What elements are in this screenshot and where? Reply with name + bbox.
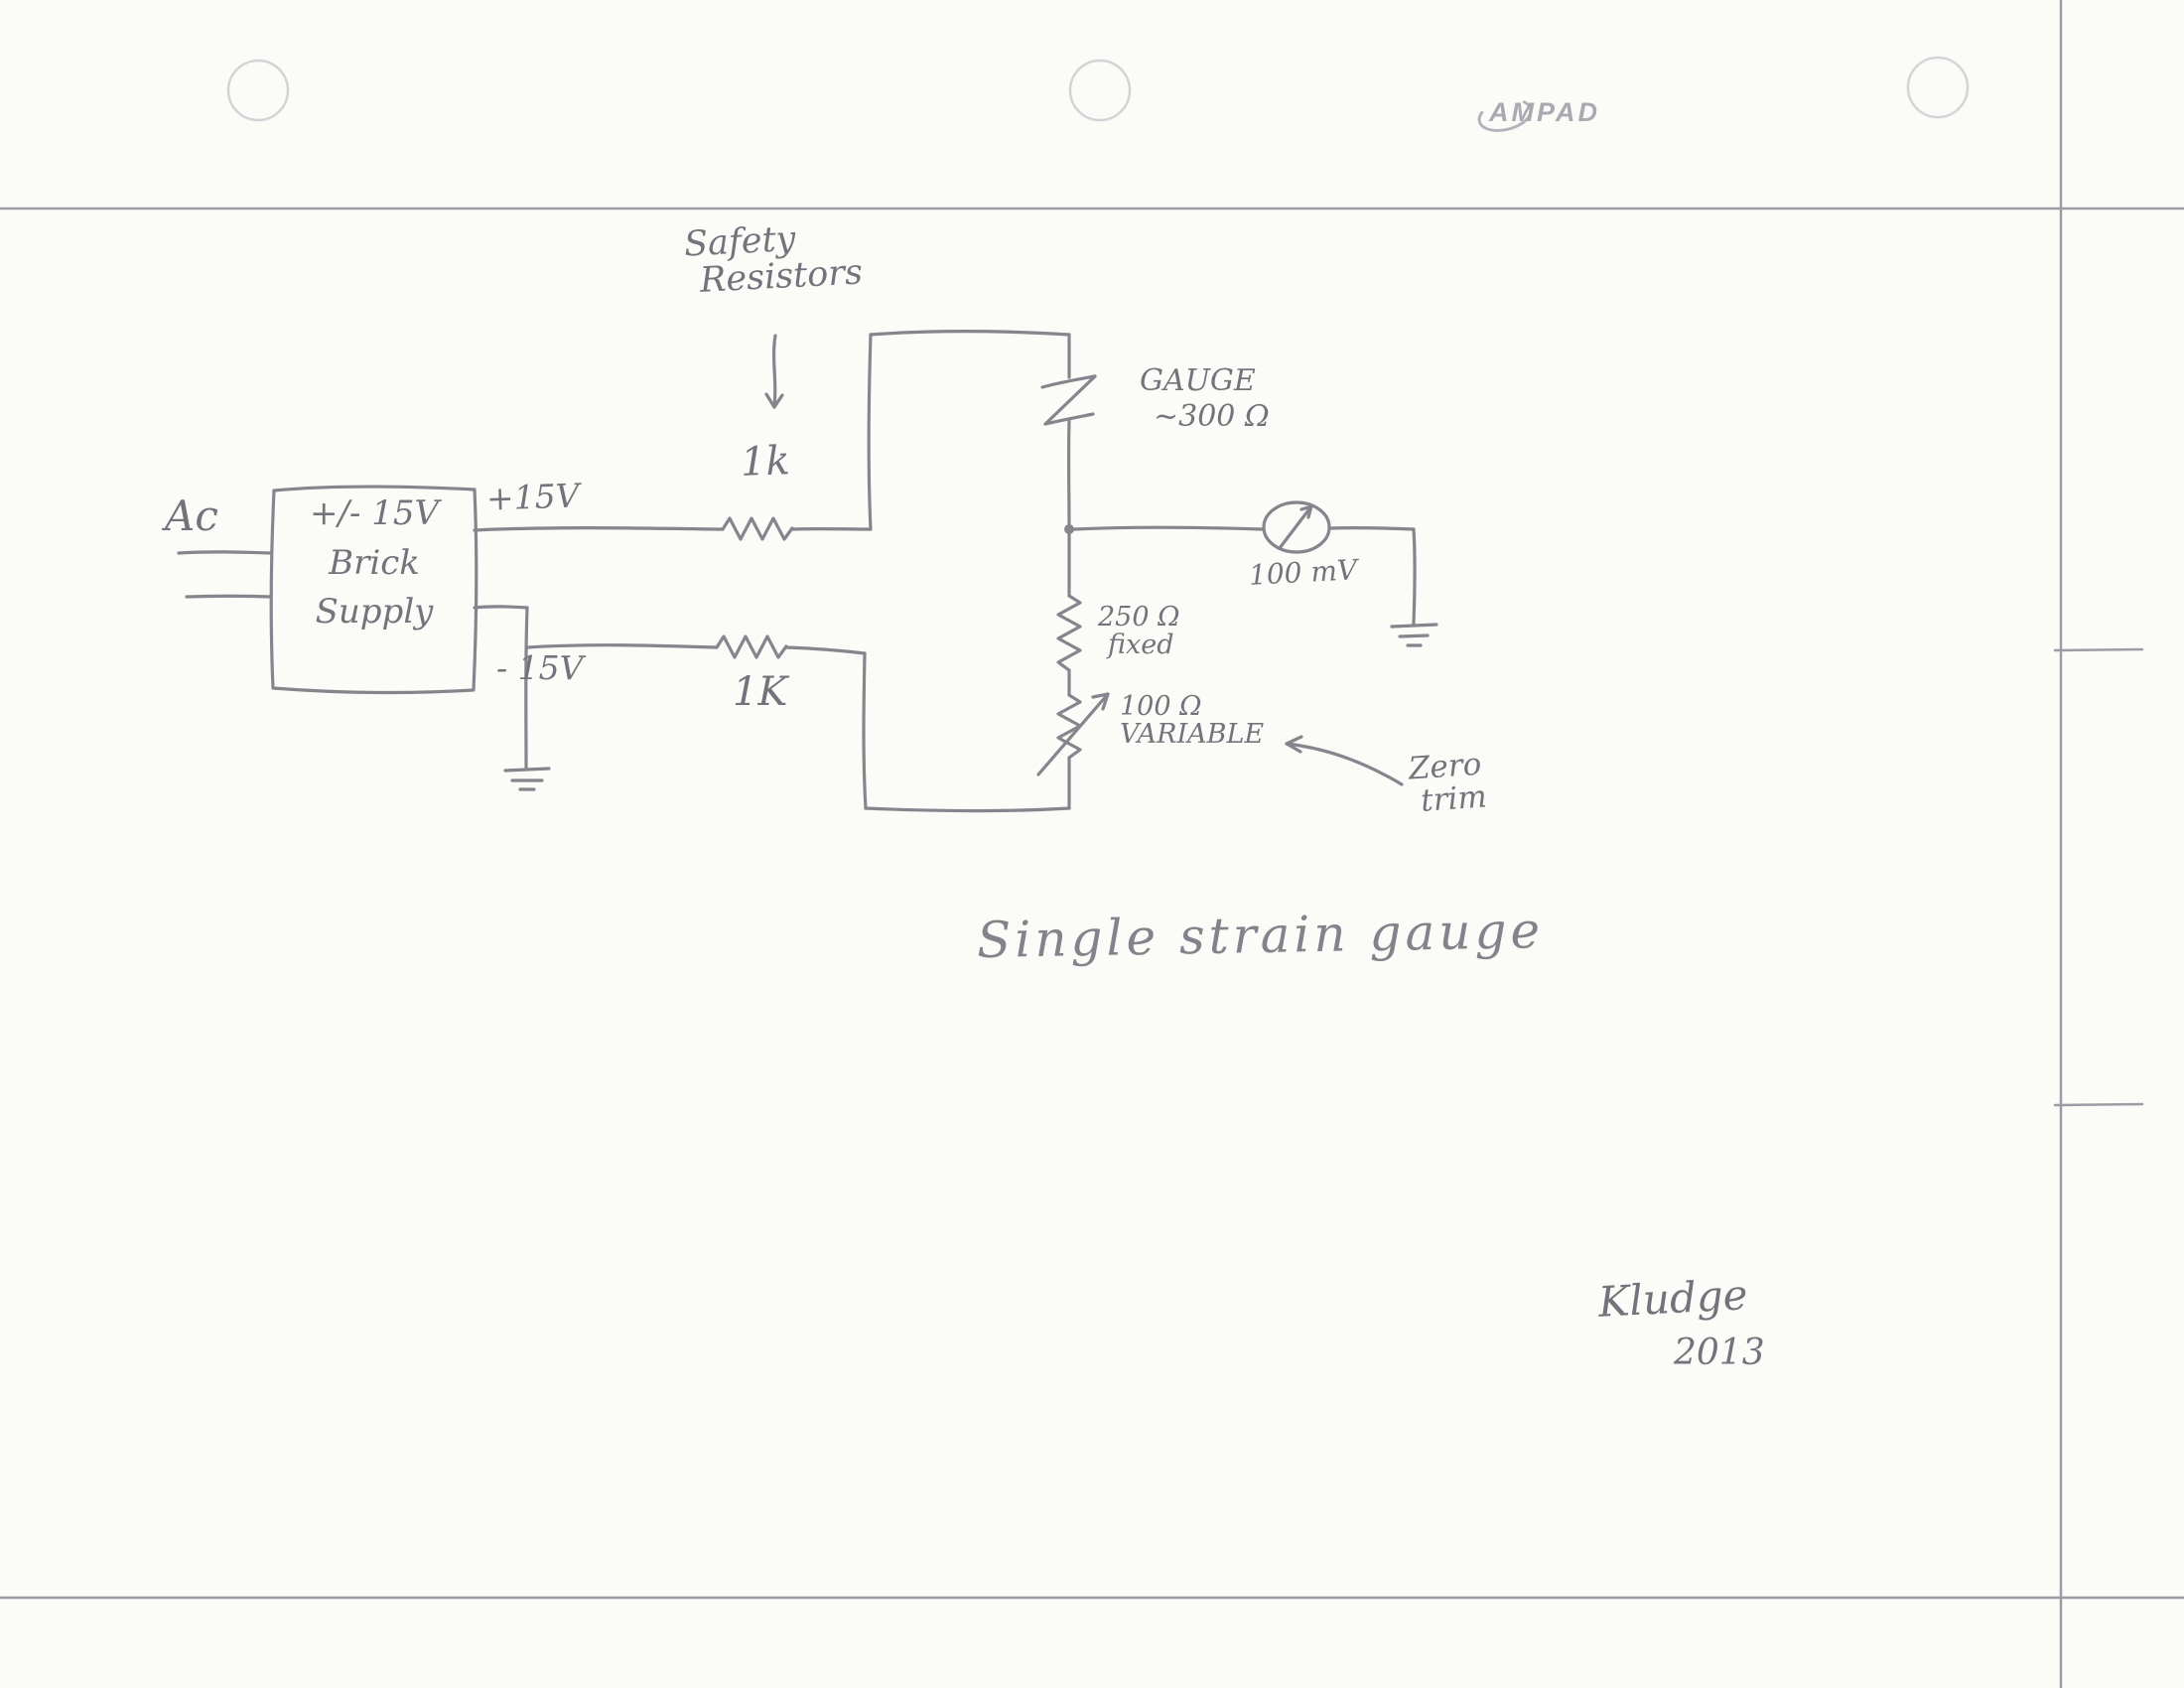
fixed-line2: fixed	[1108, 630, 1174, 661]
ac-input-wires	[177, 550, 273, 599]
supply-box-outline	[269, 485, 478, 695]
minus15-rail-wire	[473, 605, 867, 770]
safety-resistor-bottom	[715, 634, 788, 659]
punch-holes	[226, 56, 1970, 122]
resistor-bottom-label: 1K	[733, 669, 788, 715]
variable-resistor-arrow	[1036, 692, 1110, 776]
plus15-label: +15V	[485, 476, 581, 518]
bridge-node-dot	[1064, 524, 1074, 534]
variable-line2: VARIABLE	[1120, 719, 1265, 751]
sketch-title: Single strain gauge	[976, 902, 1545, 969]
fixed-resistor	[1056, 532, 1082, 697]
meter-value-label: 100 mV	[1248, 553, 1358, 592]
bottom-loop-wire	[862, 651, 1071, 813]
variable-line1: 100 Ω	[1120, 691, 1202, 722]
plus15-rail-wire	[473, 330, 1071, 541]
gauge-line2: ~300 Ω	[1154, 398, 1270, 434]
meter-ground-symbol	[1390, 623, 1438, 647]
gauge-label: GAUGE ~300 Ω	[1140, 365, 1270, 432]
ac-label: Ac	[165, 492, 218, 540]
safety-line2: Resistors	[698, 252, 864, 301]
strain-gauge-symbol	[1040, 374, 1097, 529]
resistor-top-label: 1k	[740, 438, 791, 486]
meter-branch	[1072, 500, 1417, 626]
ampad-logo: AMPAD	[1489, 97, 1600, 127]
variable-resistor-label: 100 Ω VARIABLE	[1120, 691, 1265, 751]
signature-year: 2013	[1674, 1333, 1765, 1373]
zero-trim-arrow	[1285, 735, 1404, 786]
supply-line1: +/- 15V	[309, 493, 440, 533]
meter-needle	[1278, 504, 1313, 550]
safety-resistors-label: Safety Resistors	[683, 217, 864, 301]
minus15-label: - 15V	[496, 648, 584, 687]
variable-resistor	[1036, 692, 1110, 810]
zero-trim-label: Zero trim	[1408, 747, 1488, 819]
safety-resistor-top	[721, 516, 794, 541]
supply-line3: Supply	[315, 592, 434, 633]
supply-line2: Brick	[329, 542, 420, 583]
signature: Kludge	[1596, 1270, 1749, 1327]
supply-box-label: +/- 15V Brick Supply	[282, 493, 467, 633]
fixed-line1: 250 Ω	[1098, 602, 1180, 633]
safety-resistors-arrow	[764, 334, 784, 409]
gauge-line1: GAUGE	[1140, 363, 1256, 398]
fixed-resistor-label: 250 Ω fixed	[1098, 602, 1180, 661]
zero-line2: trim	[1419, 777, 1488, 819]
supply-ground-symbol	[503, 767, 551, 791]
